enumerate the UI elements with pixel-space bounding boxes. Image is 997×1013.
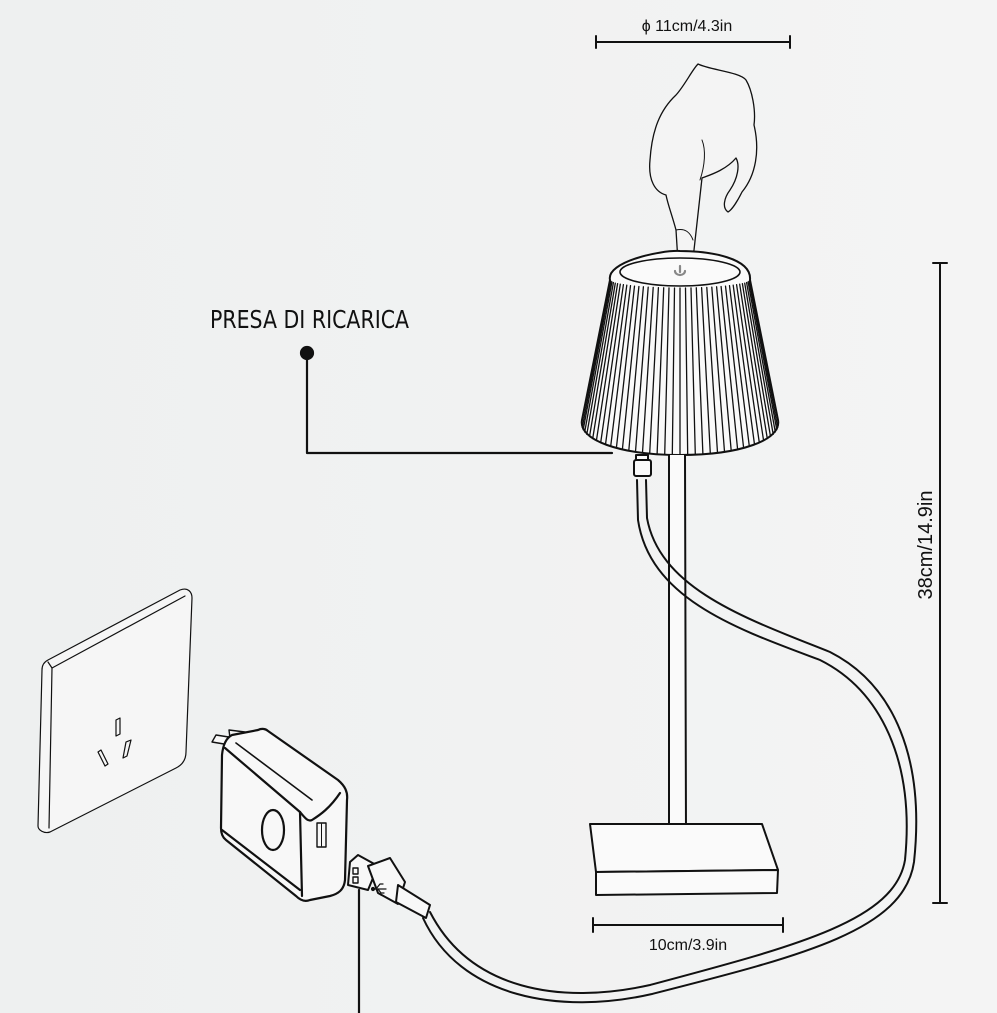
shade-pleat xyxy=(690,287,696,456)
shade-pleat xyxy=(684,287,689,456)
shade-pleat xyxy=(595,283,621,442)
shade-pleat xyxy=(588,282,616,438)
shade-pleat xyxy=(610,285,632,447)
shade-pleat xyxy=(720,285,739,450)
lamp-stem xyxy=(662,454,696,861)
shade-pleat xyxy=(744,282,772,438)
charging-port-label: PRESA DI RICARICA xyxy=(210,306,409,334)
shade-pleat xyxy=(745,281,774,435)
shade-pleat xyxy=(584,281,613,433)
shade-pleat xyxy=(732,284,756,446)
shade-pleat xyxy=(649,286,660,455)
diameter-label: ϕ 11cm/4.3in xyxy=(642,18,732,35)
shade-pleat xyxy=(739,283,765,442)
shade-pleat xyxy=(695,287,704,455)
shade-pleat xyxy=(581,279,611,429)
shade-pleat xyxy=(634,286,649,453)
hand-pointer-icon xyxy=(649,63,758,265)
lamp-shade xyxy=(580,249,780,456)
base-width-dimension xyxy=(592,917,784,933)
shade-pleat xyxy=(748,280,778,431)
shade-pleat xyxy=(586,281,615,435)
power-icon xyxy=(673,264,687,277)
shade-pleat xyxy=(735,284,760,444)
shade-pleat xyxy=(724,285,745,449)
shade-pleat xyxy=(700,286,711,455)
shade-pleat xyxy=(656,287,665,455)
charging-port-callout xyxy=(299,345,614,455)
usb-plug xyxy=(347,854,431,919)
usb-icon xyxy=(370,883,387,894)
shade-pleat xyxy=(641,286,654,454)
wall-charger xyxy=(211,727,349,902)
shade-pleat xyxy=(600,284,625,444)
shade-pleat xyxy=(582,280,612,431)
shade-pleat xyxy=(715,286,732,452)
charging-cable xyxy=(422,479,918,1004)
shade-pleat xyxy=(741,282,768,440)
shade-pleat xyxy=(706,286,719,454)
lamp-base xyxy=(589,823,779,896)
shade-pleat xyxy=(615,285,636,449)
shade-pleat xyxy=(604,284,628,446)
shade-pleat xyxy=(592,282,619,440)
charging-port-connector xyxy=(633,454,652,477)
shade-pleat xyxy=(711,286,726,453)
shade-pleat xyxy=(728,285,750,447)
height-dimension xyxy=(932,262,948,904)
shade-pleat xyxy=(664,287,670,456)
wall-socket xyxy=(37,588,193,834)
shade-pleat xyxy=(749,279,779,429)
height-label: 38cm/14.9in xyxy=(915,491,937,600)
shade-pleat xyxy=(671,287,676,456)
shade-pleat xyxy=(628,286,645,452)
base-width-label: 10cm/3.9in xyxy=(649,937,727,954)
shade-pleat xyxy=(621,285,640,450)
shade-pleat xyxy=(747,281,776,433)
diameter-dimension xyxy=(595,35,791,49)
